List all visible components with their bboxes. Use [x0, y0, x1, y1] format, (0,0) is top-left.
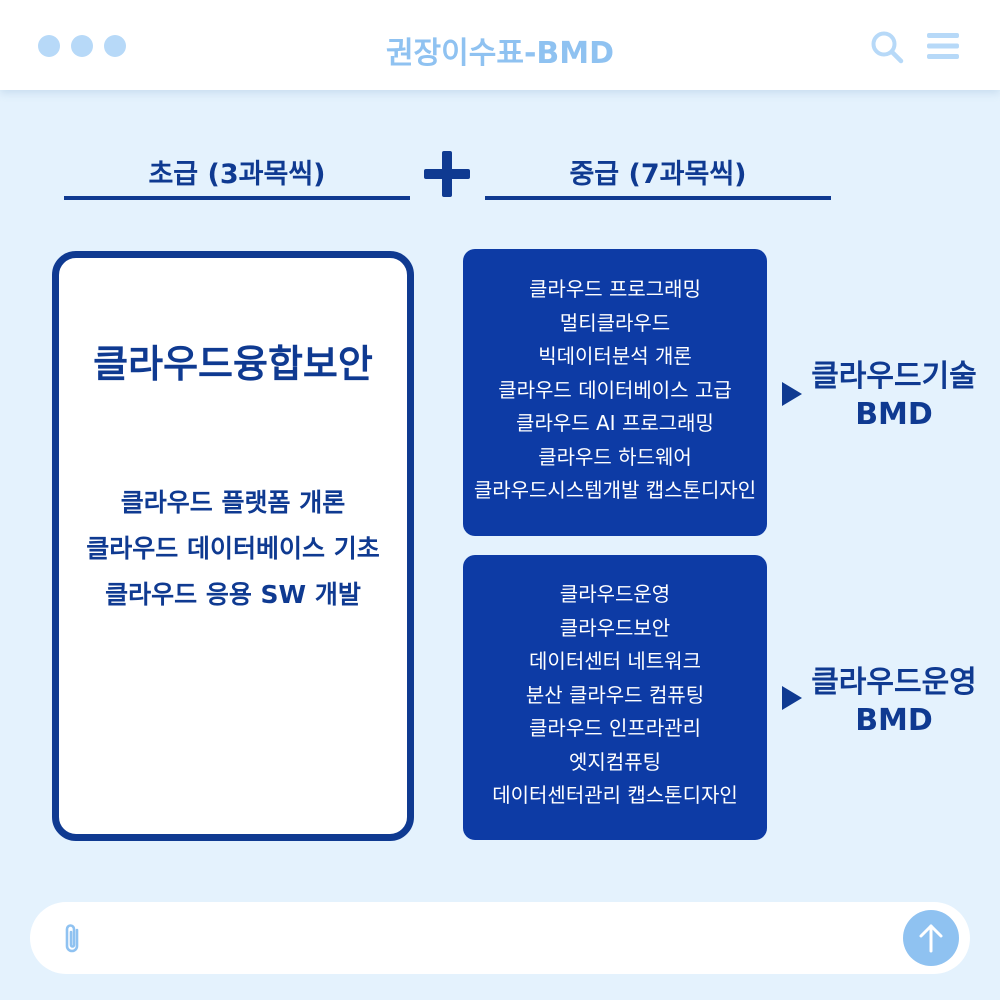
page-title: 권장이수표-BMD	[385, 36, 615, 71]
intermediate-heading: 중급 (7과목씩)	[569, 159, 747, 190]
list-item: 클라우드 데이터베이스 기초	[86, 534, 380, 563]
list-item: 클라우드 응용 SW 개발	[105, 580, 361, 609]
tech-track-card: 클라우드 프로그래밍 멀티클라우드 빅데이터분석 개론 클라우드 데이터베이스 …	[463, 249, 767, 536]
list-item: 빅데이터분석 개론	[538, 344, 692, 368]
triangle-right-icon	[782, 382, 802, 406]
menu-icon[interactable]	[926, 32, 960, 60]
list-item: 클라우드 플랫폼 개론	[120, 488, 346, 517]
result-line: BMD	[855, 703, 933, 738]
ops-track-card: 클라우드운영 클라우드보안 데이터센터 네트워크 분산 클라우드 컴퓨팅 클라우…	[463, 555, 767, 840]
send-button[interactable]	[903, 910, 959, 966]
tech-track-result: 클라우드기술 BMD	[806, 358, 982, 434]
ops-track-result: 클라우드운영 BMD	[806, 664, 982, 740]
list-item: 클라우드보안	[559, 615, 671, 640]
list-item: 분산 클라우드 컴퓨팅	[525, 682, 705, 707]
triangle-right-icon	[782, 686, 802, 710]
result-line: 클라우드기술	[811, 359, 977, 394]
result-line: 클라우드운영	[811, 665, 977, 700]
ops-course-list: 클라우드운영 클라우드보안 데이터센터 네트워크 분산 클라우드 컴퓨팅 클라우…	[463, 555, 767, 813]
list-item: 클라우드 AI 프로그래밍	[516, 411, 714, 435]
list-item: 클라우드 데이터베이스 고급	[498, 377, 732, 402]
list-item: 엣지컴퓨팅	[569, 749, 661, 774]
search-icon[interactable]	[870, 30, 904, 64]
tech-course-list: 클라우드 프로그래밍 멀티클라우드 빅데이터분석 개론 클라우드 데이터베이스 …	[463, 249, 767, 508]
window-dot	[71, 35, 93, 57]
arrow-up-icon	[919, 924, 943, 953]
beginner-underline	[64, 196, 410, 200]
window-dot	[104, 35, 126, 57]
list-item: 멀티클라우드	[559, 310, 671, 335]
beginner-card: 클라우드융합보안 클라우드 플랫폼 개론 클라우드 데이터베이스 기초 클라우드…	[52, 251, 414, 841]
window-dot	[38, 35, 60, 57]
list-item: 클라우드운영	[559, 582, 671, 606]
list-item: 데이터센터 네트워크	[529, 649, 701, 673]
card-title: 클라우드융합보안	[93, 342, 373, 386]
beginner-heading: 초급 (3과목씩)	[148, 159, 326, 190]
list-item: 데이터센터관리 캡스톤디자인	[492, 783, 738, 807]
list-item: 클라우드 인프라관리	[529, 716, 701, 740]
list-item: 클라우드시스템개발 캡스톤디자인	[473, 478, 757, 502]
result-line: BMD	[855, 397, 933, 432]
list-item: 클라우드 프로그래밍	[529, 277, 701, 301]
plus-icon	[424, 151, 470, 197]
beginner-course-list: 클라우드 플랫폼 개론 클라우드 데이터베이스 기초 클라우드 응용 SW 개발	[59, 480, 407, 618]
intermediate-underline	[485, 196, 831, 200]
top-bar: 권장이수표-BMD	[0, 0, 1000, 90]
message-input-bar[interactable]	[30, 902, 970, 974]
list-item: 클라우드 하드웨어	[538, 444, 692, 469]
paperclip-icon[interactable]	[60, 922, 86, 956]
